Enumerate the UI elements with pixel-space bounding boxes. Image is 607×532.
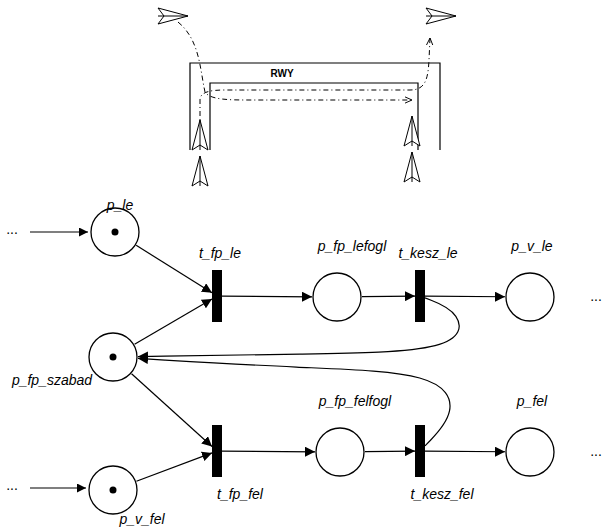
place-name: p_fp_szabad: [12, 373, 92, 388]
transition-bar: t_fp_le: [212, 270, 222, 322]
place-name: p_v_le: [511, 239, 552, 254]
place-circle: p_le: [90, 207, 140, 257]
place-circle: p_v_fel: [88, 465, 138, 515]
place-shape: [315, 427, 365, 477]
transition-shape: [415, 270, 425, 322]
continuation-mark: ...: [590, 289, 602, 304]
arc: [136, 453, 212, 481]
transition-shape: [415, 425, 425, 477]
token: [110, 354, 117, 361]
place-circle: p_fp_szabad: [88, 332, 138, 382]
transition-bar: t_fp_fel: [212, 425, 222, 477]
arc: [425, 450, 505, 452]
place-circle: p_fp_lefogl: [312, 272, 362, 322]
place-name: p_fp_felfogl: [319, 394, 391, 409]
place-name: p_fel: [517, 394, 547, 409]
place-name: p_v_fel: [119, 512, 164, 527]
plane-icons: [158, 8, 456, 186]
runway-outline: [190, 63, 440, 150]
takeoff-path: [200, 38, 430, 128]
input-arcs: [30, 232, 88, 488]
transition-shape: [212, 270, 222, 322]
place-circle: p_fp_felfogl: [315, 427, 365, 477]
arc: [222, 450, 315, 452]
place-circle: p_v_le: [505, 272, 555, 322]
arc: [425, 295, 505, 297]
arc: [365, 450, 415, 452]
transition-name: t_fp_le: [199, 246, 241, 261]
continuation-mark: ...: [6, 222, 18, 237]
place-shape: [505, 272, 555, 322]
token: [110, 487, 117, 494]
place-shape: [312, 272, 362, 322]
place-name: p_le: [107, 198, 133, 213]
runway-label: RWY: [270, 68, 293, 79]
transition-name: t_fp_fel: [217, 487, 263, 502]
landing-path: [178, 22, 412, 100]
arc: [222, 295, 312, 297]
token: [112, 229, 119, 236]
transition-shape: [212, 425, 222, 477]
place-shape: [505, 427, 555, 477]
place-shape: [90, 207, 140, 257]
place-circle: p_fel: [505, 427, 555, 477]
place-shape: [88, 332, 138, 382]
transition-name: t_kesz_fel: [410, 487, 473, 502]
continuation-mark: ...: [590, 444, 602, 459]
transition-name: t_kesz_le: [398, 246, 457, 261]
place-shape: [88, 465, 138, 515]
arc: [138, 298, 459, 357]
arc: [138, 358, 450, 445]
arc: [132, 374, 212, 447]
arc: [135, 299, 212, 344]
arc: [362, 295, 415, 297]
continuation-mark: ...: [6, 478, 18, 493]
place-name: p_fp_lefogl: [318, 239, 387, 254]
transition-bar: t_kesz_le: [415, 270, 425, 322]
transition-bar: t_kesz_fel: [415, 425, 425, 477]
